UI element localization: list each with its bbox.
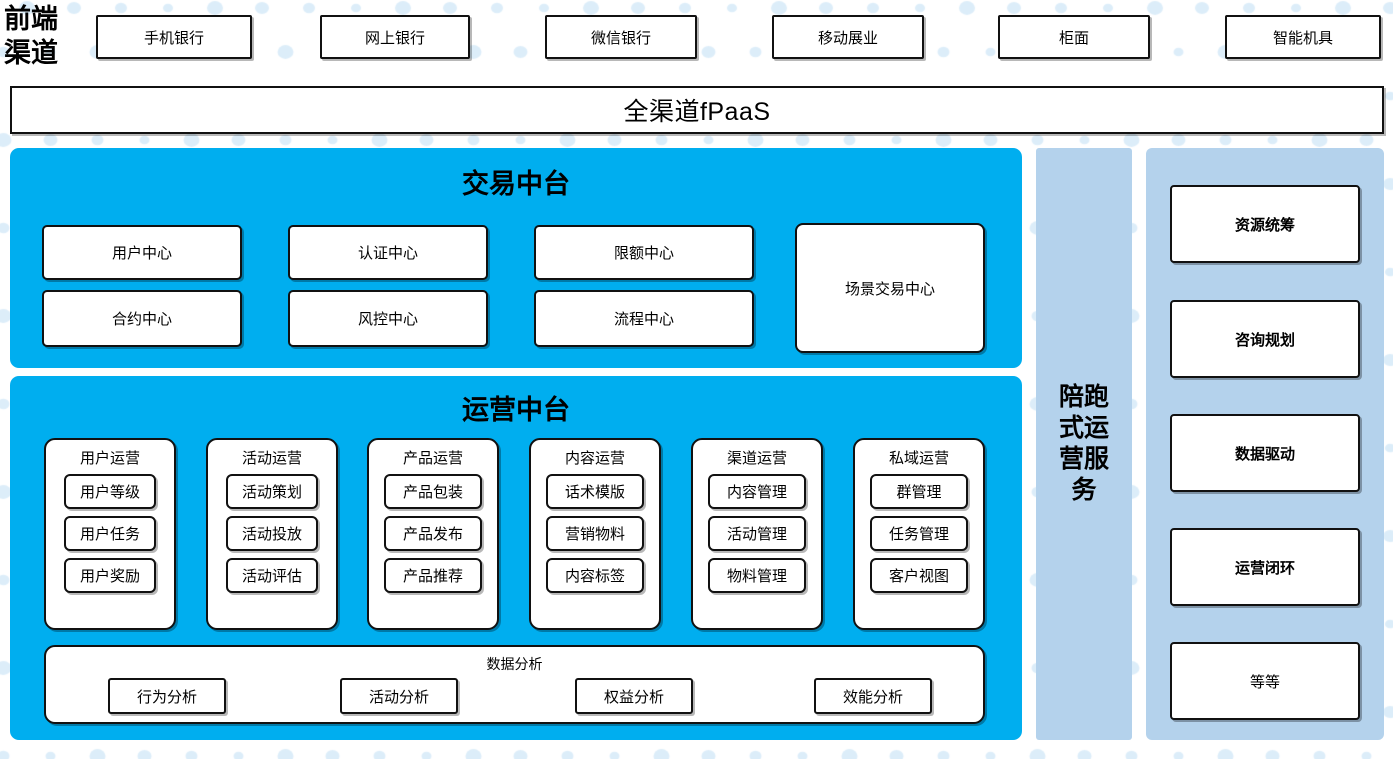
operation-item[interactable]: 内容标签 <box>546 558 644 593</box>
operation-item[interactable]: 群管理 <box>870 474 968 509</box>
operation-item[interactable]: 产品推荐 <box>384 558 482 593</box>
channel-box-label: 微信银行 <box>590 29 651 47</box>
operation-item[interactable]: 客户视图 <box>870 558 968 593</box>
operation-item[interactable]: 活动管理 <box>708 516 806 551</box>
operation-column-title: 渠道运营 <box>726 450 787 467</box>
transaction-platform-title: 交易中台 <box>462 169 570 199</box>
service-column-text: 陪跑 式运 营服 务 <box>1053 382 1115 506</box>
transaction-box-label: 合约中心 <box>111 311 172 328</box>
channel-box-label: 智能机具 <box>1272 29 1333 47</box>
operation-item[interactable]: 产品发布 <box>384 516 482 551</box>
operation-column-title: 活动运营 <box>241 450 302 467</box>
sidebar-card-resource[interactable]: 资源统筹 <box>1170 185 1360 263</box>
channel-box-wechat-bank[interactable]: 微信银行 <box>545 15 697 59</box>
channel-box-label: 移动展业 <box>817 29 878 47</box>
operation-item[interactable]: 产品包装 <box>384 474 482 509</box>
sidebar-panel: 资源统筹 咨询规划 数据驱动 运营闭环 等等 <box>1146 148 1384 740</box>
sidebar-card-closed-loop[interactable]: 运营闭环 <box>1170 528 1360 606</box>
operation-column-content: 内容运营 话术模版 营销物料 内容标签 <box>529 438 661 630</box>
service-column-line-1: 陪跑 <box>1058 383 1109 411</box>
transaction-box-limit-center[interactable]: 限额中心 <box>534 225 754 280</box>
transaction-box-risk-center[interactable]: 风控中心 <box>288 290 488 347</box>
channel-box-counter[interactable]: 柜面 <box>998 15 1150 59</box>
operation-item[interactable]: 用户奖励 <box>64 558 156 593</box>
data-analysis-item[interactable]: 权益分析 <box>575 678 693 714</box>
operation-item[interactable]: 内容管理 <box>708 474 806 509</box>
operation-item[interactable]: 活动投放 <box>226 516 318 551</box>
operation-item[interactable]: 用户任务 <box>64 516 156 551</box>
service-column-line-2: 式运 <box>1058 414 1109 442</box>
sidebar-card-data-driven[interactable]: 数据驱动 <box>1170 414 1360 492</box>
operation-item[interactable]: 活动评估 <box>226 558 318 593</box>
transaction-box-scenario-center[interactable]: 场景交易中心 <box>795 223 985 353</box>
operation-item[interactable]: 营销物料 <box>546 516 644 551</box>
transaction-box-label: 认证中心 <box>357 245 418 262</box>
frontend-channel-label-line1: 前端 <box>4 4 58 34</box>
operation-column-user: 用户运营 用户等级 用户任务 用户奖励 <box>44 438 176 630</box>
operation-platform-title: 运营中台 <box>462 395 570 425</box>
operation-column-campaign: 活动运营 活动策划 活动投放 活动评估 <box>206 438 338 630</box>
transaction-box-label: 限额中心 <box>613 245 674 262</box>
operation-column-private-domain: 私域运营 群管理 任务管理 客户视图 <box>853 438 985 630</box>
operation-item[interactable]: 用户等级 <box>64 474 156 509</box>
channel-box-online-bank[interactable]: 网上银行 <box>320 15 470 59</box>
operation-item[interactable]: 活动策划 <box>226 474 318 509</box>
channel-box-mobile-business[interactable]: 移动展业 <box>772 15 924 59</box>
channel-box-mobile-bank[interactable]: 手机银行 <box>96 15 252 59</box>
frontend-channel-label: 前端 渠道 <box>4 2 82 70</box>
operation-column-title: 私域运营 <box>888 450 949 467</box>
channel-box-label: 网上银行 <box>364 29 425 47</box>
data-analysis-item[interactable]: 效能分析 <box>814 678 932 714</box>
transaction-box-label: 流程中心 <box>613 311 674 328</box>
operation-item[interactable]: 任务管理 <box>870 516 968 551</box>
data-analysis-box: 数据分析 行为分析 活动分析 权益分析 效能分析 <box>44 645 985 724</box>
transaction-box-label: 场景交易中心 <box>844 280 935 298</box>
data-analysis-title: 数据分析 <box>486 656 543 672</box>
frontend-channel-label-line2: 渠道 <box>4 38 58 68</box>
channel-box-label: 手机银行 <box>143 29 204 47</box>
fpaas-label: 全渠道fPaaS <box>623 98 771 126</box>
transaction-box-user-center[interactable]: 用户中心 <box>42 225 242 280</box>
data-analysis-item[interactable]: 行为分析 <box>108 678 226 714</box>
operation-column-title: 用户运营 <box>79 450 140 467</box>
transaction-box-label: 用户中心 <box>111 245 172 262</box>
transaction-box-auth-center[interactable]: 认证中心 <box>288 225 488 280</box>
transaction-box-contract-center[interactable]: 合约中心 <box>42 290 242 347</box>
operation-column-title: 内容运营 <box>564 450 625 467</box>
sidebar-card-etc[interactable]: 等等 <box>1170 642 1360 720</box>
sidebar-card-consulting[interactable]: 咨询规划 <box>1170 300 1360 378</box>
service-column: 陪跑 式运 营服 务 <box>1036 148 1132 740</box>
service-column-line-3: 营服 <box>1058 445 1109 473</box>
operation-column-channel: 渠道运营 内容管理 活动管理 物料管理 <box>691 438 823 630</box>
operation-column-title: 产品运营 <box>402 450 463 467</box>
channel-box-label: 柜面 <box>1058 29 1089 47</box>
operation-item[interactable]: 物料管理 <box>708 558 806 593</box>
operation-column-product: 产品运营 产品包装 产品发布 产品推荐 <box>367 438 499 630</box>
data-analysis-item[interactable]: 活动分析 <box>340 678 458 714</box>
channel-box-smart-machine[interactable]: 智能机具 <box>1225 15 1381 59</box>
service-column-line-4: 务 <box>1071 476 1097 504</box>
transaction-box-process-center[interactable]: 流程中心 <box>534 290 754 347</box>
operation-item[interactable]: 话术模版 <box>546 474 644 509</box>
transaction-box-label: 风控中心 <box>357 311 418 328</box>
fpaas-bar[interactable]: 全渠道fPaaS <box>10 86 1384 134</box>
